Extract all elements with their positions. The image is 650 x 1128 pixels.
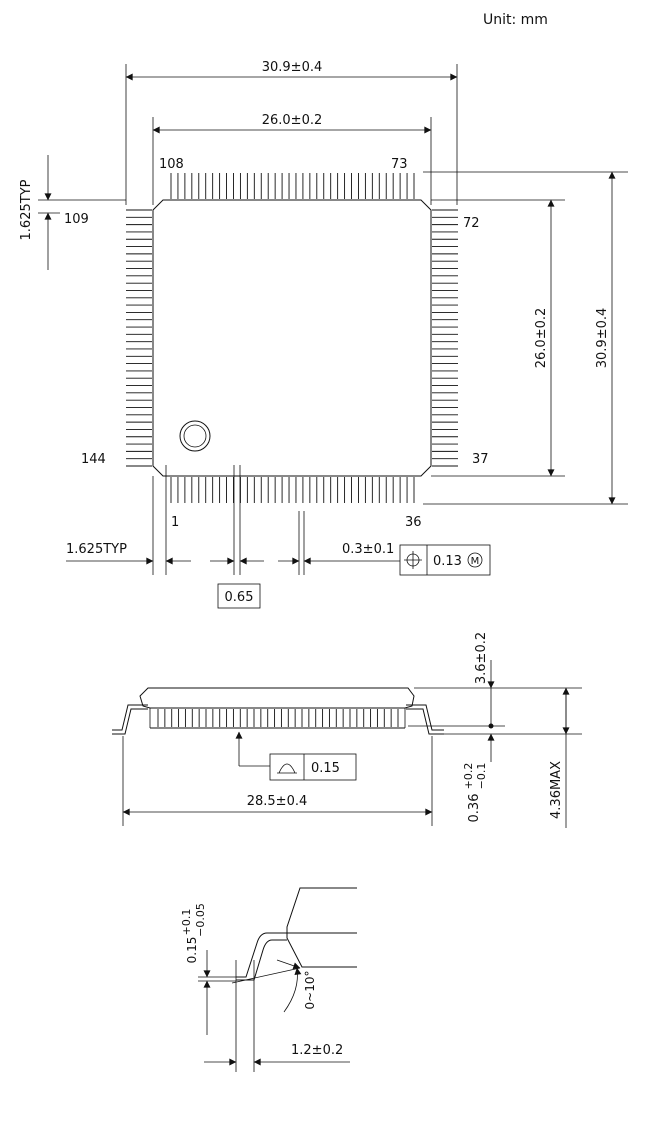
lead-width-label: 0.3±0.1 (342, 542, 394, 557)
pins-right-column (432, 209, 458, 467)
pin-label-36: 36 (405, 515, 422, 530)
lead-tip-length-label: 28.5±0.4 (247, 794, 308, 809)
pin-pitch-label: 0.65 (225, 590, 254, 605)
pins-left-column (126, 209, 152, 467)
top-view: 30.9±0.4 26.0±0.2 108 73 109 72 144 37 1… (19, 60, 628, 609)
package-body (152, 199, 432, 477)
pin-label-73: 73 (391, 157, 408, 172)
pins-bottom-row (170, 477, 415, 503)
flatness-tolerance-frame: 0.15 (269, 753, 357, 781)
unit-label: Unit: mm (483, 12, 548, 28)
svg-text:+0.1: +0.1 (180, 909, 193, 936)
detail-lead (236, 932, 287, 978)
pin-label-37: 37 (472, 452, 489, 467)
overall-height-label: 30.9±0.4 (595, 308, 610, 369)
lead-detail: 0.15 +0.1 −0.05 0~10° 1.2±0.2 (180, 887, 357, 1072)
svg-text:+0.2: +0.2 (462, 763, 475, 790)
svg-text:−0.1: −0.1 (475, 763, 488, 790)
body-width-label: 26.0±0.2 (262, 113, 323, 128)
side-view: 0.15 28.5±0.4 3.6±0.2 0.36 +0.2 −0.1 4.3… (112, 632, 582, 828)
pins-top-row (170, 173, 415, 199)
detail-body-edge (286, 887, 357, 968)
side-view-leads (157, 709, 399, 727)
svg-text:−0.05: −0.05 (194, 903, 207, 937)
pin-label-108: 108 (159, 157, 184, 172)
position-tolerance-frame: 0.13 M (399, 544, 491, 576)
corner-offset-horizontal-label: 1.625TYP (66, 542, 127, 557)
position-tolerance-value: 0.13 (433, 554, 462, 569)
overall-width-label: 30.9±0.4 (262, 60, 323, 75)
pin-label-109: 109 (64, 212, 89, 227)
pin-label-72: 72 (463, 216, 480, 231)
max-height-label: 4.36MAX (549, 761, 564, 819)
lead-thickness-label: 0.15 +0.1 −0.05 (180, 903, 207, 963)
mmc-modifier-icon (467, 552, 483, 568)
standoff-label: 0.36 +0.2 −0.1 (462, 763, 488, 823)
pin1-index-mark (179, 420, 211, 452)
body-height-label: 26.0±0.2 (534, 308, 549, 369)
pin-label-1: 1 (171, 515, 179, 530)
foot-length-label: 1.2±0.2 (291, 1043, 343, 1058)
side-view-body (139, 687, 415, 709)
pin-label-144: 144 (81, 452, 106, 467)
flatness-symbol-icon (277, 763, 297, 774)
pitch-basic-dimension-box (217, 583, 261, 609)
mmc-modifier-letter: M (471, 556, 480, 567)
angle-label: 0~10° (303, 971, 317, 1010)
svg-text:0.15: 0.15 (185, 937, 199, 964)
svg-text:0.36: 0.36 (467, 794, 482, 823)
flatness-value: 0.15 (311, 761, 340, 776)
body-thickness-label: 3.6±0.2 (474, 632, 489, 684)
corner-offset-vertical-label: 1.625TYP (19, 179, 34, 240)
